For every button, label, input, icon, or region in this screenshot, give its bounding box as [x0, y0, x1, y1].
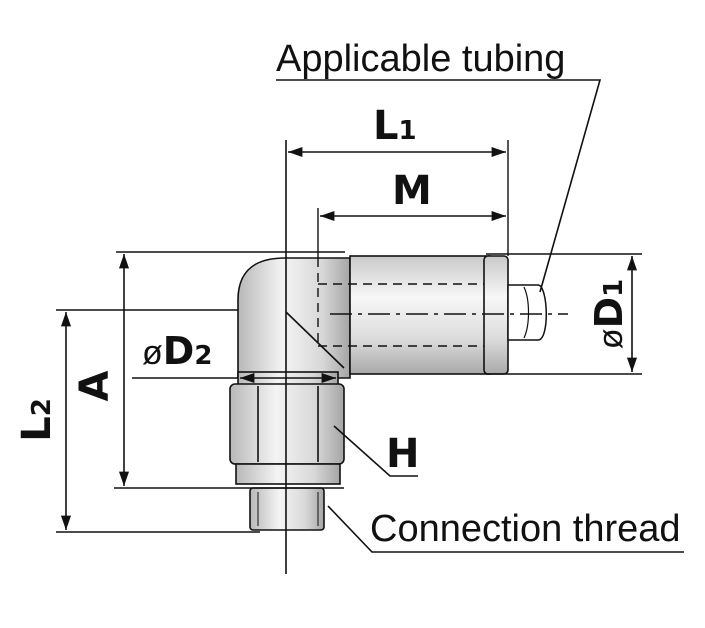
thread-leader — [327, 505, 684, 553]
hidden-lines — [285, 258, 484, 369]
center-lines — [285, 140, 568, 574]
dim-M-label: M — [392, 168, 432, 214]
dim-L2-label: L2 — [14, 398, 60, 442]
dim-A-label: A — [72, 370, 118, 401]
dim-H-label: H — [386, 431, 419, 477]
connection-thread-label: Connection thread — [370, 508, 681, 550]
dim-D1-label: øD1 — [587, 279, 631, 349]
elbow-body — [229, 255, 509, 531]
dim-L1-label: L1 — [373, 103, 417, 149]
dimension-lines — [60, 146, 638, 530]
h-leader — [333, 425, 418, 477]
leader-lines — [276, 79, 684, 553]
dim-D2-label: øD2 — [142, 329, 212, 373]
extension-lines — [56, 140, 642, 533]
applicable-tubing-label: Applicable tubing — [276, 38, 565, 80]
tubing-stub — [507, 284, 547, 341]
tubing-leader — [276, 79, 602, 293]
